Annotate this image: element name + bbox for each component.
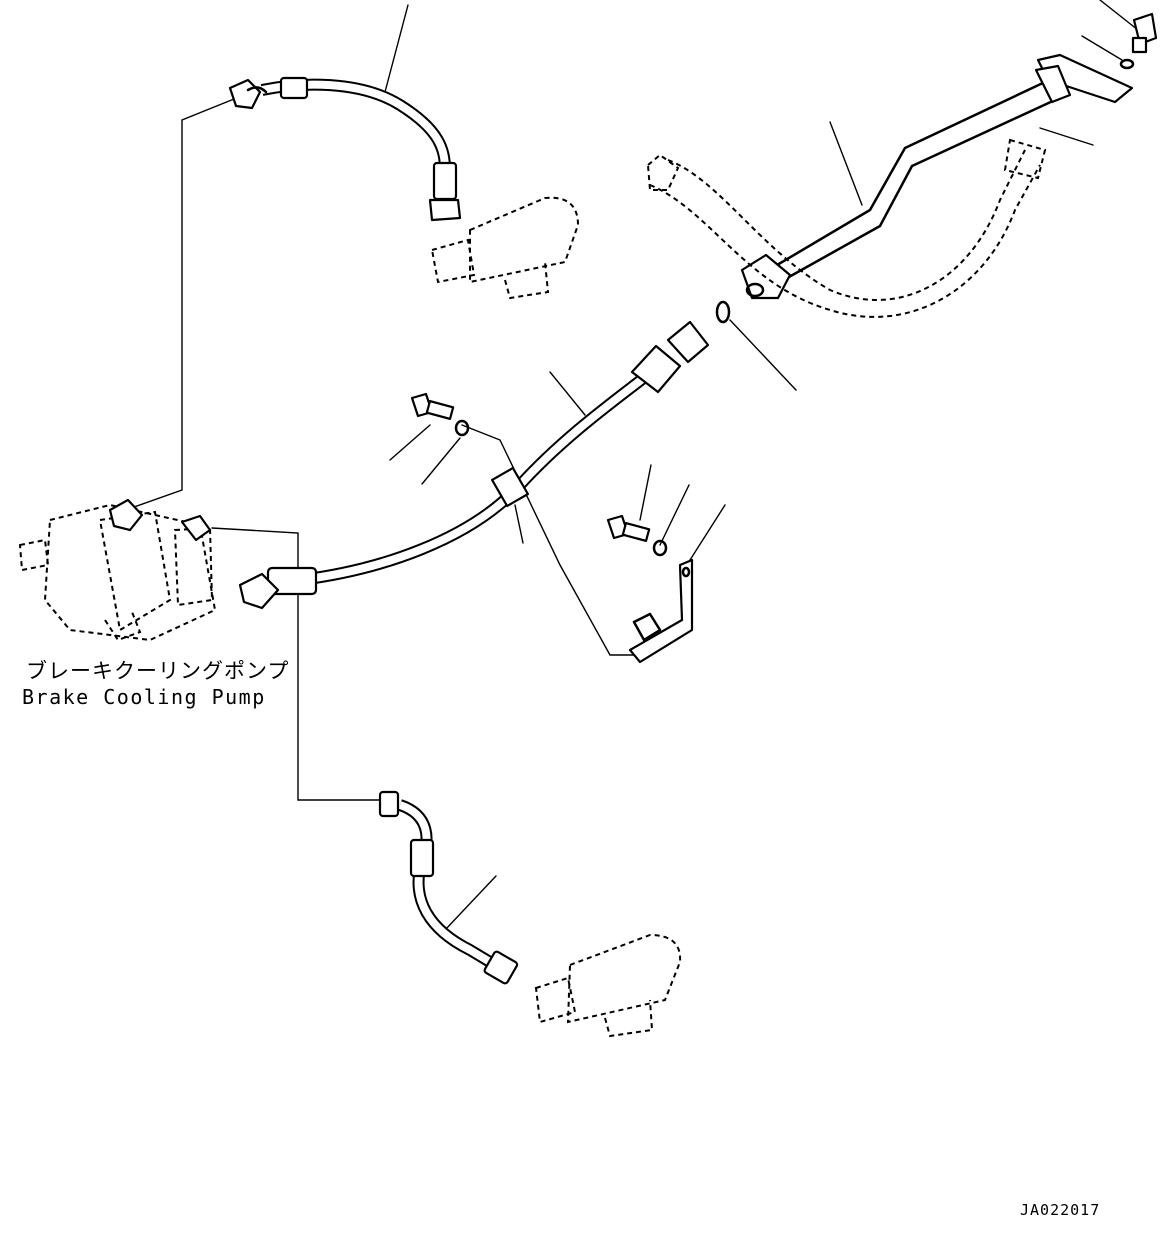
steel-tube <box>715 12 1158 324</box>
leader-lines <box>119 0 1139 931</box>
lower-valve-body <box>534 933 682 1038</box>
upper-hose <box>228 76 462 222</box>
upper-valve-body <box>430 196 580 300</box>
bolt-left <box>410 392 470 437</box>
middle-hose <box>238 320 710 610</box>
brake-cooling-pump <box>18 498 217 642</box>
bolt-right <box>606 514 668 557</box>
lower-hose <box>378 790 519 985</box>
pump-label-english: Brake Cooling Pump <box>22 685 266 709</box>
clamp-bracket <box>628 558 694 664</box>
dashed-hose <box>646 138 1047 318</box>
drawing-code: JA022017 <box>1020 1201 1101 1219</box>
pump-label-japanese: ブレーキクーリングポンプ <box>26 659 290 683</box>
